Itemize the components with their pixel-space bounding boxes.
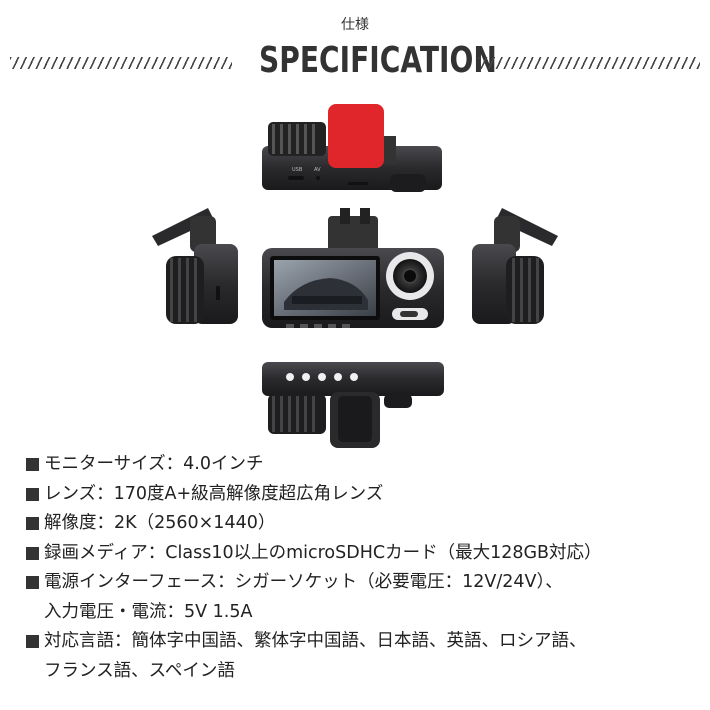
spec-text: 録画メディア：Class10以上のmicroSDHCカード（最大128GB対応）	[44, 542, 602, 563]
spec-item-monitor-size: モニターサイズ：4.0インチ	[26, 450, 696, 480]
spec-item-power-interface: 電源インターフェース：シガーソケット（必要電圧：12V/24V）、	[26, 568, 696, 598]
bottom-view	[262, 362, 444, 448]
square-bullet-icon	[26, 517, 39, 530]
spec-text: 解像度：2K（2560×1440）	[44, 513, 276, 533]
hatch-decoration-left	[10, 57, 232, 69]
top-view: USB AV	[262, 104, 442, 192]
spec-text: モニターサイズ：4.0インチ	[44, 454, 264, 474]
spec-text: 電源インターフェース：シガーソケット（必要電圧：12V/24V）、	[44, 572, 563, 592]
dashcam-views-illustration: USB AV	[152, 104, 558, 448]
title-row: SPECIFICATION	[0, 38, 710, 88]
spec-text-continued: フランス語、スペイン語	[44, 660, 235, 681]
left-side-view	[152, 208, 238, 324]
av-port-label: AV	[314, 167, 321, 173]
front-view	[262, 208, 444, 328]
square-bullet-icon	[26, 635, 39, 648]
product-figure: USB AV	[0, 96, 710, 450]
page-title: SPECIFICATION	[259, 40, 497, 81]
spec-text: レンズ：170度A+級高解像度超広角レンズ	[44, 483, 384, 504]
square-bullet-icon	[26, 458, 39, 471]
usb-port-label: USB	[292, 167, 303, 173]
hatch-decoration-right	[478, 57, 700, 69]
spec-list: モニターサイズ：4.0インチ レンズ：170度A+級高解像度超広角レンズ 解像度…	[26, 450, 696, 686]
red-mount-pad	[328, 104, 384, 168]
spec-text-continued: 入力電圧・電流：5V 1.5A	[44, 601, 253, 622]
square-bullet-icon	[26, 576, 39, 589]
square-bullet-icon	[26, 546, 39, 560]
spec-item-languages: 対応言語：簡体字中国語、繁体字中国語、日本語、英語、ロシア語、	[26, 627, 696, 657]
right-side-view	[472, 208, 558, 324]
spec-text: 対応言語：簡体字中国語、繁体字中国語、日本語、英語、ロシア語、	[44, 631, 587, 651]
spec-item-lens: レンズ：170度A+級高解像度超広角レンズ	[26, 480, 696, 510]
square-bullet-icon	[26, 487, 39, 501]
spec-item-recording-media: 録画メディア：Class10以上のmicroSDHCカード（最大128GB対応）	[26, 539, 696, 569]
subtitle: 仕様	[341, 17, 369, 33]
spec-item-resolution: 解像度：2K（2560×1440）	[26, 509, 696, 539]
